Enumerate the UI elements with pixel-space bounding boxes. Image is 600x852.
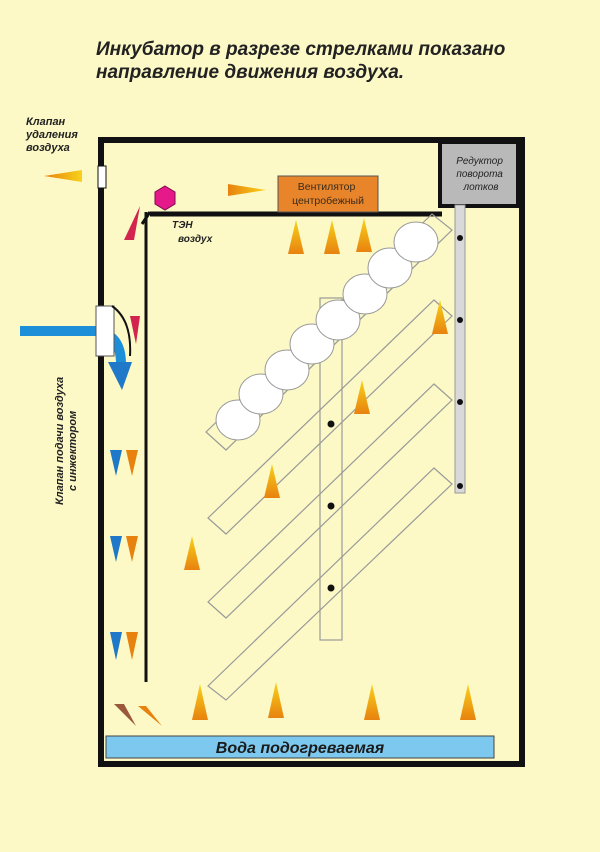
exhaust-valve-label: Клапан удаления воздуха — [26, 116, 78, 154]
heater-label: ТЭН воздух — [172, 220, 213, 245]
exhaust-flow-arrow — [44, 170, 82, 182]
heated-water-tray — [105, 735, 495, 759]
egg-trays — [205, 213, 453, 701]
air-intake-pipe — [20, 305, 132, 390]
gearbox-label: Редуктор поворота лотков — [456, 156, 505, 193]
tray-3 — [207, 383, 453, 619]
tray-4 — [207, 467, 453, 701]
incubator-outer-wall — [98, 137, 525, 767]
water-label: Вода подогреваемая — [216, 740, 385, 757]
exhaust-valve — [97, 165, 107, 189]
intake-valve-label: Клапан подачи воздуха с инжектором — [54, 376, 79, 505]
tray-turning-rod — [454, 204, 466, 494]
egg — [393, 221, 439, 263]
tray-2 — [207, 299, 453, 535]
egg — [367, 247, 413, 289]
flow-arrow-red — [130, 316, 140, 344]
flow-arrow-red — [124, 206, 140, 240]
diagram-title: Инкубатор в разрезе стрелками показано н… — [96, 38, 586, 84]
upward-air-flow-arrows — [184, 218, 476, 720]
heater-element — [154, 185, 176, 211]
intake-flow-arrows — [110, 450, 162, 726]
centrifugal-fan — [277, 175, 379, 213]
eggs — [215, 221, 439, 441]
gearbox-box — [438, 140, 520, 208]
flow-arrow-to-fan — [228, 184, 266, 196]
title-line-2: направление движения воздуха. — [96, 62, 405, 83]
title-line-1: Инкубатор в разрезе стрелками показано — [96, 39, 506, 60]
egg — [315, 299, 361, 341]
fan-label: Вентилятор центробежный — [292, 181, 364, 207]
